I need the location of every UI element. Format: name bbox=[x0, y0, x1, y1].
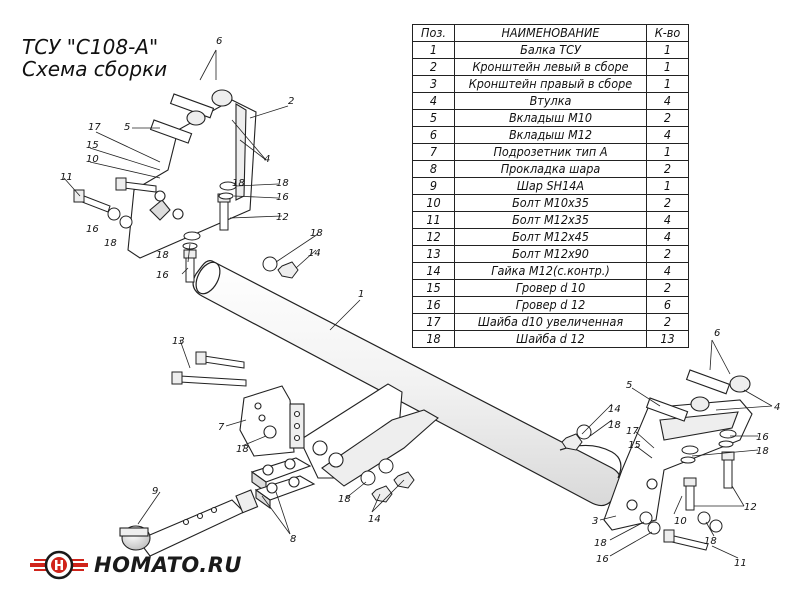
callout-labels: 1 2 3 4 4 5 5 6 6 7 8 9 10 10 11 11 12 1… bbox=[60, 36, 780, 569]
callout-18-g: 18 bbox=[608, 420, 621, 431]
callout-14-left: 14 bbox=[308, 248, 321, 259]
callout-15-left: 15 bbox=[86, 140, 99, 151]
ball-spacers bbox=[250, 457, 316, 510]
callout-18-e: 18 bbox=[236, 444, 249, 455]
callout-16-d: 16 bbox=[756, 432, 769, 443]
callout-16-b: 16 bbox=[86, 224, 99, 235]
cell-name: Болт М12х90 bbox=[454, 245, 647, 263]
beam-mount-plates bbox=[299, 383, 439, 487]
bolts bbox=[73, 177, 735, 551]
washers-nuts bbox=[107, 181, 737, 535]
cell-name: Кронштейн левый в сборе bbox=[454, 58, 647, 76]
callout-16-c: 16 bbox=[156, 270, 169, 281]
callout-10-right: 10 bbox=[674, 516, 687, 527]
callout-18-a: 18 bbox=[276, 178, 289, 189]
callout-3: 3 bbox=[592, 516, 598, 527]
callout-15-right: 15 bbox=[628, 440, 641, 451]
cell-name: Подрозетник тип А bbox=[454, 143, 647, 161]
callout-18-b: 18 bbox=[104, 238, 117, 249]
socket-plate bbox=[239, 385, 305, 457]
cell-qty: 13 bbox=[646, 330, 689, 348]
diagram-title: ТСУ "С108-А" Схема сборки bbox=[22, 36, 167, 80]
callout-4-left: 4 bbox=[264, 154, 270, 165]
right-bracket bbox=[603, 369, 753, 531]
callout-17-right: 17 bbox=[626, 426, 639, 437]
callout-17-left: 17 bbox=[88, 122, 101, 133]
cell-name: Болт М12х45 bbox=[454, 228, 647, 246]
callout-12-right: 12 bbox=[744, 502, 757, 513]
callout-6-left: 6 bbox=[216, 36, 222, 47]
callout-5-left: 5 bbox=[124, 122, 130, 133]
beam-tube bbox=[192, 260, 622, 507]
callout-8: 8 bbox=[290, 534, 296, 545]
title-line-2: Схема сборки bbox=[22, 57, 168, 81]
leader-lines bbox=[63, 49, 773, 559]
cell-name: Кронштейн правый в сборе bbox=[454, 75, 647, 93]
callout-14-bottom: 14 bbox=[368, 514, 381, 525]
title-line-1: ТСУ "С108-А" bbox=[22, 35, 159, 59]
callout-12-left: 12 bbox=[276, 212, 289, 223]
cell-name: Гровер d 12 bbox=[454, 296, 647, 314]
callout-16-a: 16 bbox=[276, 192, 289, 203]
brand-name: HOMATO.RU bbox=[94, 553, 242, 577]
cell-name: Прокладка шара bbox=[454, 160, 647, 178]
callout-18-i: 18 bbox=[594, 538, 607, 549]
cell-name: Шайба d 12 bbox=[454, 330, 647, 348]
header-name: НАИМЕНОВАНИЕ bbox=[454, 24, 647, 42]
callout-18-d: 18 bbox=[310, 228, 323, 239]
tow-ball bbox=[119, 489, 259, 557]
callout-10-left: 10 bbox=[86, 154, 99, 165]
brand-emblem-icon bbox=[30, 550, 88, 580]
callout-18-j: 18 bbox=[704, 536, 717, 547]
cell-pos: 18 bbox=[412, 330, 455, 348]
brand-logo: HOMATO.RU bbox=[28, 550, 242, 580]
callout-5-right: 5 bbox=[626, 380, 632, 391]
callout-18-c: 18 bbox=[156, 250, 169, 261]
callout-6-right: 6 bbox=[714, 328, 720, 339]
callout-14-right: 14 bbox=[608, 404, 621, 415]
callout-18-h: 18 bbox=[756, 446, 769, 457]
callout-9: 9 bbox=[152, 486, 158, 497]
callout-1: 1 bbox=[358, 289, 364, 300]
callout-7: 7 bbox=[218, 422, 225, 433]
callout-18-f: 18 bbox=[338, 494, 351, 505]
callout-18-k: 18 bbox=[232, 178, 245, 189]
callout-11-right: 11 bbox=[734, 558, 747, 569]
callout-4-right: 4 bbox=[774, 402, 780, 413]
callout-16-e: 16 bbox=[596, 554, 609, 565]
callout-2: 2 bbox=[288, 96, 294, 107]
callout-11-left: 11 bbox=[60, 172, 73, 183]
cell-pos: 12 bbox=[412, 228, 455, 246]
callout-13: 13 bbox=[172, 336, 185, 347]
cell-name: Гровер d 10 bbox=[454, 279, 647, 297]
